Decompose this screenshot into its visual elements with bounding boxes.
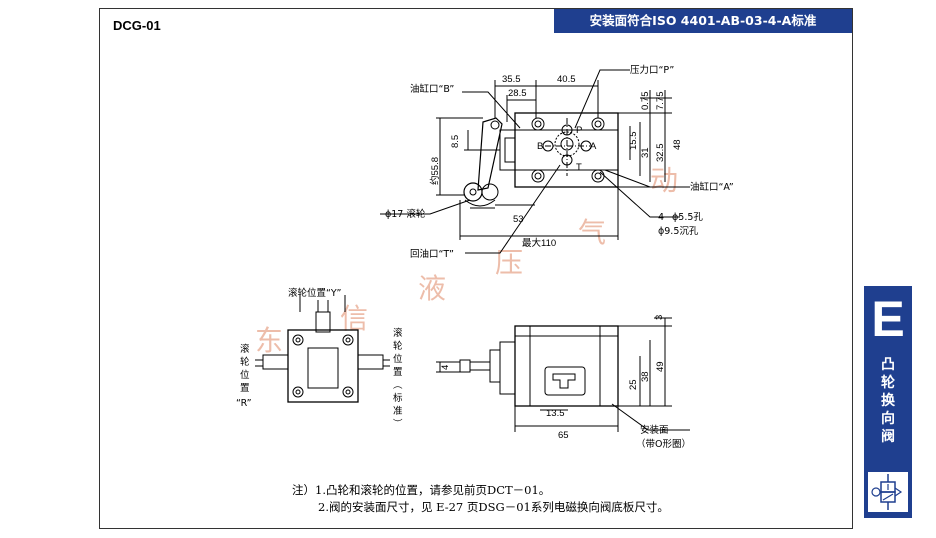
port-b-mark: B: [537, 141, 543, 152]
roller-r-char: 轮: [240, 356, 250, 368]
side-view: [436, 317, 690, 432]
dim-40-5: 40.5: [557, 74, 576, 85]
title-char: 向: [881, 411, 895, 427]
dim-13-5: 13.5: [546, 408, 565, 419]
roller-r-char: 置: [240, 383, 250, 394]
roller-r-mark: “R”: [236, 398, 252, 409]
roller-r-char: 滚: [240, 343, 250, 355]
roller-standard-label: 滚 轮 位 置 ︵ 标 准 ︶: [393, 327, 403, 430]
port-p-mark: P: [576, 125, 582, 136]
watermark-char: 东: [255, 324, 283, 357]
counterbore-label: ϕ9.5沉孔: [658, 226, 699, 237]
mount-face-label: 安装面: [640, 424, 669, 436]
title-char: 轮: [881, 375, 895, 391]
dim-32-5: 32.5: [655, 144, 666, 163]
title-char: 凸: [881, 357, 895, 373]
end-view: [255, 295, 390, 403]
port-p-label: 压力口“P”: [630, 64, 674, 76]
standard-char: 标: [393, 392, 403, 404]
watermark-char: 液: [418, 272, 446, 305]
title-char: 阀: [881, 429, 895, 445]
roller-label: ϕ17 滚轮: [385, 208, 426, 220]
dim-8-5: 8.5: [450, 135, 461, 148]
dim-3: 3: [654, 315, 665, 320]
dim-49: 49: [655, 361, 666, 372]
notes: 注）1.凸轮和滚轮的位置，请参见前页DCT－01。 2.阀的安装面尺寸，见 E-…: [292, 482, 669, 516]
holes-label: 4−ϕ5.5孔: [658, 212, 703, 223]
watermark-char: 动: [650, 164, 678, 197]
dim-4: 4: [440, 365, 451, 370]
section-tab: E 凸 轮 换 向 阀: [864, 286, 912, 518]
watermark-char: 气: [578, 216, 606, 249]
top-view: [380, 69, 690, 254]
o-ring-label: （带O形圈）: [636, 438, 691, 450]
port-b-label: 油缸口“B”: [410, 83, 454, 95]
standard-char: 位: [393, 353, 403, 365]
dim-110: 最大110: [522, 237, 556, 249]
dim-38: 38: [640, 371, 651, 382]
dim-28-5: 28.5: [508, 88, 527, 99]
valve-symbol-icon: [868, 472, 908, 512]
roller-y-label: 滚轮位置“Y”: [288, 287, 342, 299]
dim-55-8: 约55.8: [429, 157, 441, 185]
port-a-mark: A: [590, 141, 597, 152]
standard-char: ︵: [393, 380, 403, 391]
section-letter: E: [871, 291, 905, 347]
dim-53: 53: [513, 214, 524, 225]
standard-char: 轮: [393, 340, 403, 352]
dim-35-5: 35.5: [502, 74, 521, 85]
standard-char: 滚: [393, 327, 403, 339]
dim-0-75: 0.75: [640, 92, 651, 111]
dim-7-75: 7.75: [655, 92, 666, 111]
roller-r-char: 位: [240, 369, 250, 381]
note-2: 2.阀的安装面尺寸，见 E-27 页DSG－01系列电磁换向阀底板尺寸。: [318, 500, 669, 514]
dim-31: 31: [640, 147, 651, 158]
note-1: 注）1.凸轮和滚轮的位置，请参见前页DCT－01。: [292, 483, 551, 497]
title-char: 换: [881, 393, 895, 409]
dim-65: 65: [558, 430, 569, 441]
standard-char: ︶: [393, 419, 403, 430]
dim-25: 25: [628, 379, 639, 390]
section-title: 凸 轮 换 向 阀: [864, 356, 912, 446]
roller-r-label: 滚 轮 位 置 “R”: [236, 343, 252, 409]
drawing-frame: [99, 8, 853, 529]
standard-char: 置: [393, 367, 403, 378]
dim-15-5: 15.5: [628, 132, 639, 151]
standard-banner: 安装面符合ISO 4401-AB-03-4-A标准: [554, 9, 852, 33]
dim-48: 48: [672, 139, 683, 150]
port-a-label: 油缸口“A”: [690, 181, 734, 193]
watermark-char: 压: [495, 246, 523, 279]
port-t-label: 回油口“T”: [410, 248, 454, 260]
model-number: DCG-01: [113, 18, 161, 33]
standard-char: 准: [393, 406, 403, 417]
port-t-mark: T: [576, 162, 582, 173]
